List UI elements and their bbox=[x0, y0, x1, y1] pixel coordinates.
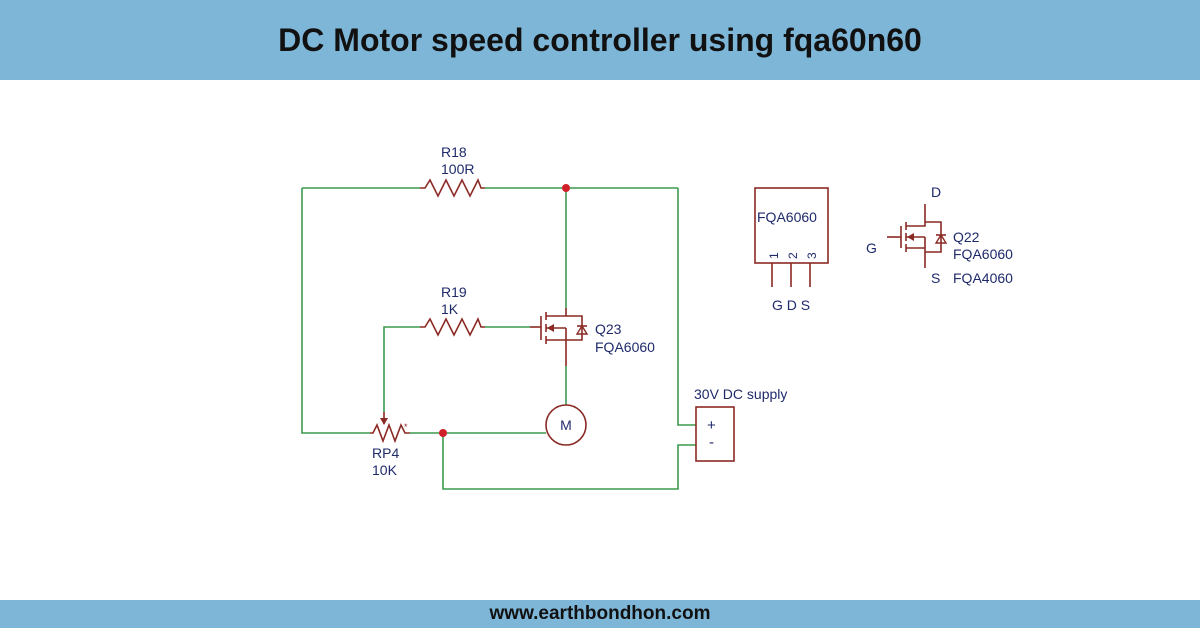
potentiometer-rp4: * RP4 10K bbox=[370, 412, 410, 478]
rp4-value: 10K bbox=[372, 462, 398, 478]
pin-3-number: 3 bbox=[805, 252, 819, 259]
svg-text:*: * bbox=[404, 422, 408, 432]
wire-supply-negative bbox=[442, 433, 696, 490]
wire-r19-wiper bbox=[383, 326, 420, 412]
footer-banner: www.earthbondhon.com bbox=[0, 600, 1200, 628]
package-part: FQA6060 bbox=[757, 209, 817, 225]
website-url: www.earthbondhon.com bbox=[489, 603, 711, 624]
q23-part: FQA6060 bbox=[595, 339, 655, 355]
pin-1-number: 1 bbox=[767, 252, 781, 259]
page-title: DC Motor speed controller using fqa60n60 bbox=[278, 21, 922, 58]
resistor-r19: R19 1K bbox=[420, 284, 485, 337]
motor-m: M bbox=[545, 404, 587, 446]
resistor-r18: R18 100R bbox=[420, 144, 485, 198]
junction-bottom bbox=[439, 429, 447, 437]
r18-value: 100R bbox=[441, 161, 474, 177]
junction-top bbox=[562, 184, 570, 192]
q22-name: Q22 bbox=[953, 229, 980, 245]
mosfet-q23: Q23 FQA6060 bbox=[530, 308, 655, 366]
pin-2-number: 2 bbox=[786, 252, 800, 259]
r19-value: 1K bbox=[441, 301, 459, 317]
q22-part: FQA6060 bbox=[953, 246, 1013, 262]
q22-source-label: S bbox=[931, 270, 940, 286]
mosfet-q22: G D S Q22 FQA6060 FQA4060 bbox=[866, 184, 1013, 286]
q23-name: Q23 bbox=[595, 321, 622, 337]
r19-name: R19 bbox=[441, 284, 467, 300]
supply-plus: + bbox=[707, 417, 716, 434]
q22-drain-label: D bbox=[931, 184, 941, 200]
wire-left-loop bbox=[301, 188, 370, 434]
pin-names: G D S bbox=[772, 297, 810, 313]
supply-minus: - bbox=[709, 434, 714, 451]
r18-name: R18 bbox=[441, 144, 467, 160]
q22-alt-part: FQA4060 bbox=[953, 270, 1013, 286]
title-banner: DC Motor speed controller using fqa60n60 bbox=[0, 0, 1200, 80]
supply-label: 30V DC supply bbox=[694, 386, 787, 402]
wire-supply-positive bbox=[677, 188, 696, 426]
q22-gate-label: G bbox=[866, 240, 877, 256]
dc-supply: 30V DC supply + - bbox=[694, 386, 787, 462]
motor-label: M bbox=[560, 417, 572, 433]
package-pinout: FQA6060 1 2 3 G D S bbox=[754, 187, 829, 313]
rp4-name: RP4 bbox=[372, 445, 399, 461]
wires bbox=[301, 187, 696, 490]
